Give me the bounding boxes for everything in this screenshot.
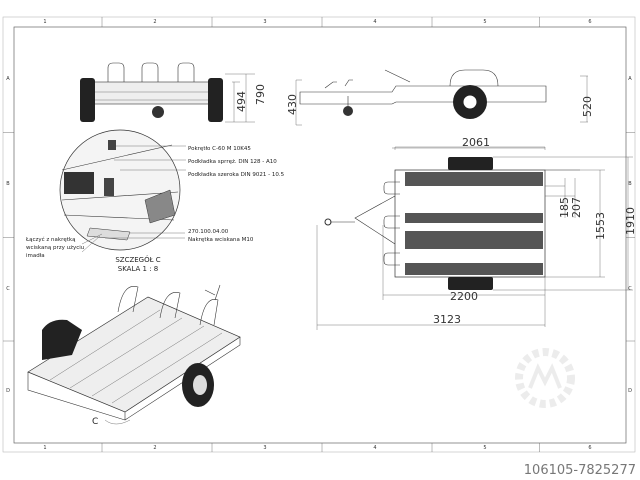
isometric-view: C: [27, 284, 241, 427]
zone-column-label: 2: [153, 19, 156, 25]
dim-494: 494: [235, 91, 248, 112]
callout-press-nut: Nakrętka wciskana M10: [188, 237, 254, 243]
callout-handle: Pokrętło C-60 M 10K45: [188, 146, 251, 152]
dim-3123: 3123: [433, 313, 461, 326]
dim-1553: 1553: [594, 212, 607, 240]
dim-790: 790: [254, 84, 267, 105]
zone-column-label: 4: [373, 445, 376, 451]
zone-column-label: 3: [263, 445, 266, 451]
callout-note-line-1: Łączyć z nakrętką: [25, 236, 76, 243]
detail-scale: SKALA 1 : 8: [118, 265, 159, 273]
zone-column-label: 4: [373, 19, 376, 25]
zone-column-label: 5: [483, 445, 486, 451]
callout-wide-washer: Podkładka szeroka DIN 9021 - 10.5: [188, 172, 285, 178]
zone-column-label: 6: [588, 445, 591, 451]
zone-row-label: D: [628, 388, 632, 394]
detail-c-marker: C: [92, 417, 98, 427]
logo-watermark: [515, 348, 575, 408]
zone-row-label: D: [6, 388, 10, 394]
zone-column-label: 2: [153, 445, 156, 451]
zone-row-label: A: [628, 76, 632, 82]
zone-column-label: 6: [588, 19, 591, 25]
detail-c-view: Pokrętło C-60 M 10K45 Podkładka sprręż. …: [25, 129, 285, 273]
callout-spring-washer: Podkładka sprręż. DIN 128 - A10: [188, 159, 277, 165]
callout-note-line-3: imadła: [26, 253, 45, 259]
dim-185: 185: [558, 197, 571, 218]
zone-row-label: B: [628, 181, 632, 187]
callout-note-line-2: wciskaną przy użyciu: [26, 245, 84, 251]
zone-row-label: C: [628, 286, 632, 292]
zone-column-label: 1: [43, 445, 46, 451]
zone-row-label: A: [6, 76, 10, 82]
zone-row-label: C: [6, 286, 10, 292]
dim-520: 520: [581, 96, 594, 117]
side-view: 430 520: [286, 69, 594, 126]
zone-column-label: 3: [263, 19, 266, 25]
inner-frame: [13, 26, 627, 444]
zone-column-label: 1: [43, 19, 46, 25]
dim-430: 430: [286, 94, 299, 115]
dim-2200: 2200: [450, 290, 478, 303]
front-view: 494 790: [80, 62, 267, 123]
dim-207: 207: [570, 197, 583, 218]
outer-frame: [2, 16, 636, 453]
dim-2061: 2061: [462, 136, 490, 149]
watermark-id: 106105-7825277: [523, 463, 636, 478]
callout-part-number: 270.100.04.00: [188, 229, 229, 235]
zone-column-label: 5: [483, 19, 486, 25]
dim-1910: 1910: [624, 207, 637, 235]
top-view: 2061 185 207 1553 1910 2200 3123: [316, 136, 637, 330]
detail-title: SZCZEGÓŁ C: [115, 255, 160, 264]
zone-row-label: B: [6, 181, 10, 187]
